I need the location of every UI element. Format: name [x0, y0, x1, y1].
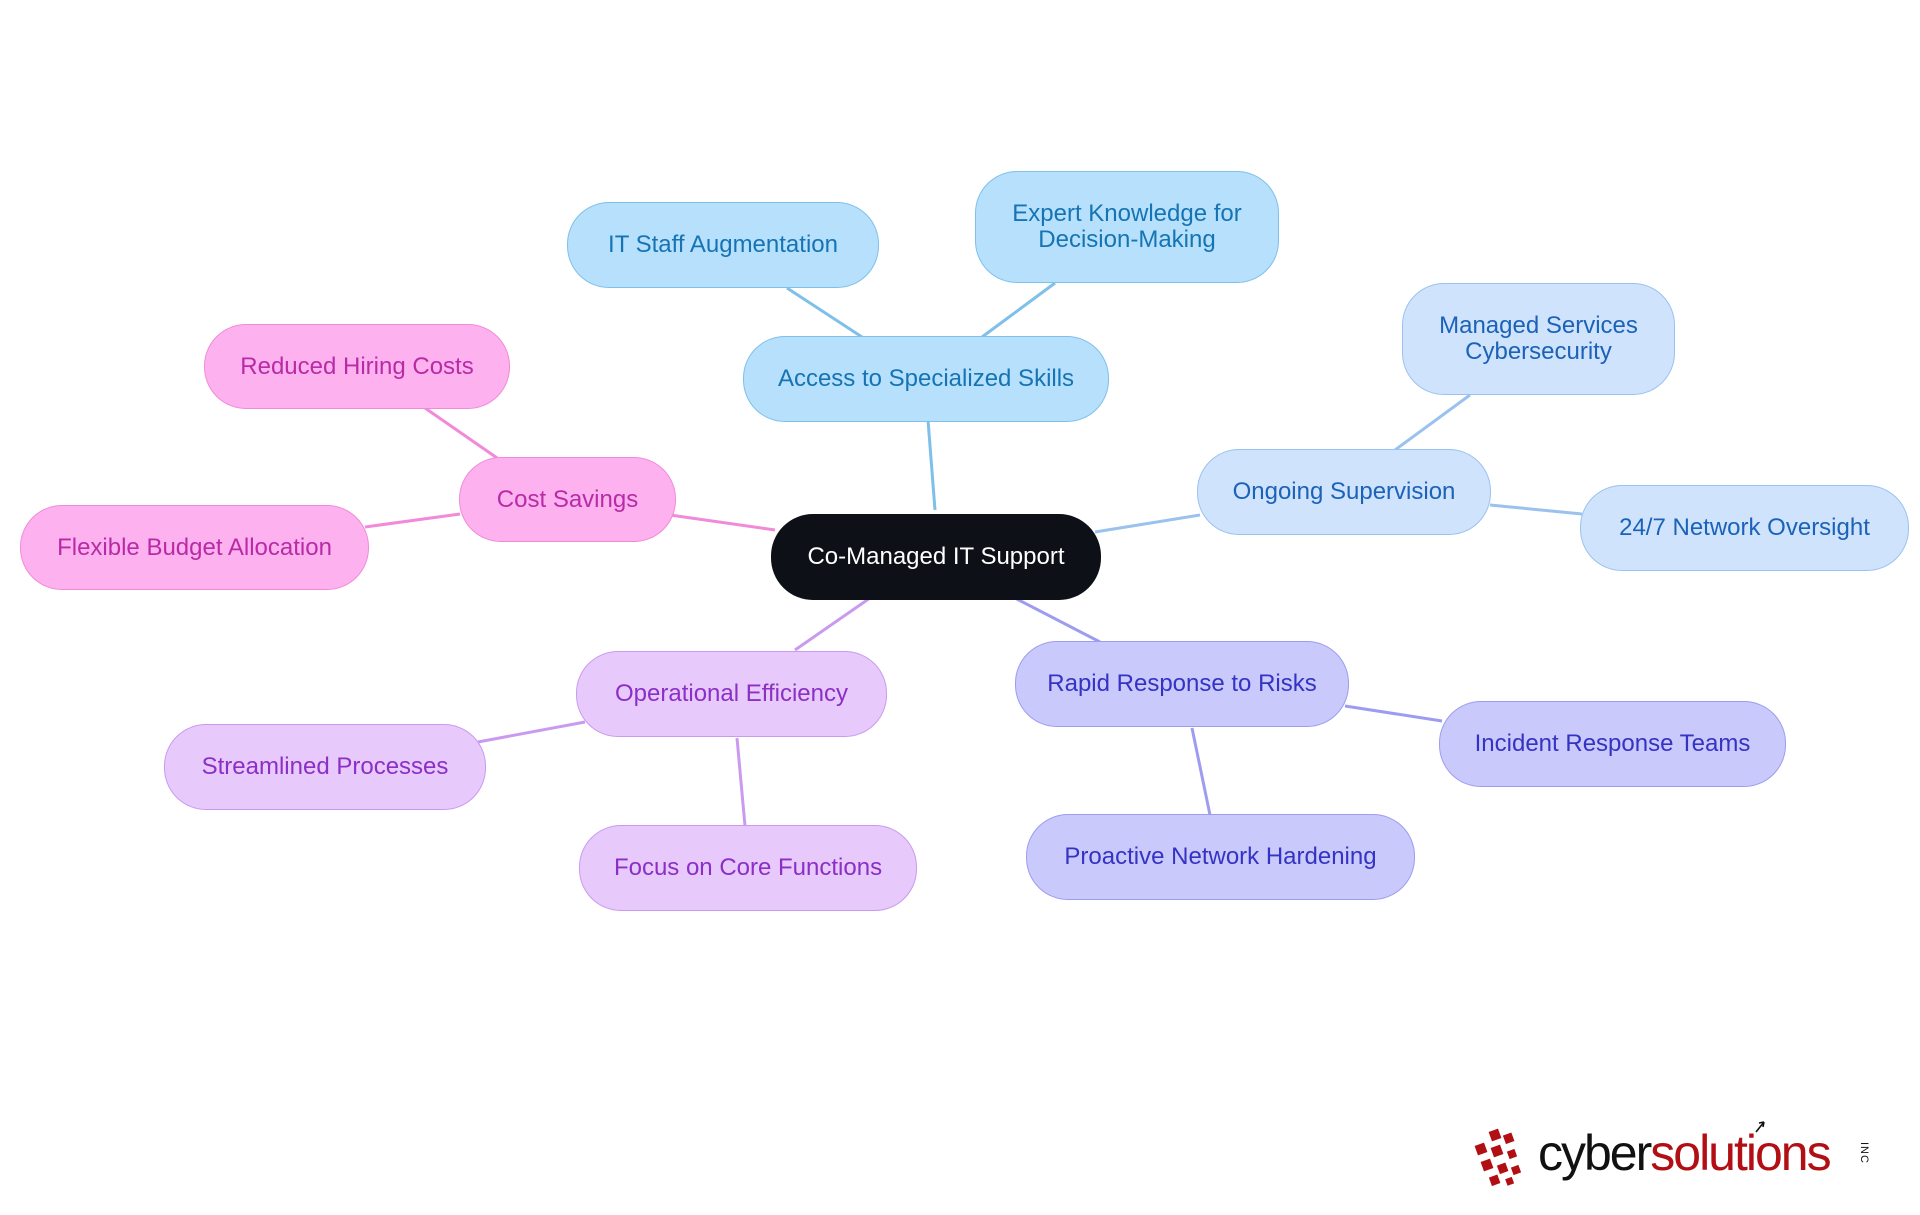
- node-ongoing-supervision[interactable]: Ongoing Supervision: [1197, 449, 1491, 535]
- root-node[interactable]: Co-Managed IT Support: [771, 514, 1101, 600]
- edge-cost-flexible-budget: [364, 512, 461, 529]
- edge-efficiency-streamlined: [477, 720, 586, 744]
- logo-word-cyber: cyber: [1538, 1125, 1652, 1181]
- node-proactive-network-hardening[interactable]: Proactive Network Hardening: [1026, 814, 1415, 900]
- node-focus-on-core-functions[interactable]: Focus on Core Functions: [579, 825, 917, 911]
- edge-root-specialized-skills: [926, 419, 937, 511]
- edge-rapid-incident: [1344, 704, 1443, 723]
- cybersolutions-logo: cybersolutions INC: [1468, 1120, 1878, 1200]
- logo-word-solutions: solutions: [1650, 1125, 1831, 1181]
- node-incident-response-teams[interactable]: Incident Response Teams: [1439, 701, 1786, 787]
- node-reduced-hiring-costs[interactable]: Reduced Hiring Costs: [204, 324, 510, 409]
- node-access-to-specialized-skills[interactable]: Access to Specialized Skills: [743, 336, 1109, 422]
- edge-rapid-proactive: [1190, 727, 1212, 816]
- node-rapid-response-to-risks[interactable]: Rapid Response to Risks: [1015, 641, 1349, 727]
- edge-skills-expert: [981, 281, 1056, 339]
- node-streamlined-processes[interactable]: Streamlined Processes: [164, 724, 486, 810]
- logo-wordmark: cybersolutions: [1538, 1124, 1832, 1182]
- edge-supervision-network: [1489, 503, 1583, 516]
- node-it-staff-augmentation[interactable]: IT Staff Augmentation: [567, 202, 879, 288]
- edge-skills-staff-aug: [786, 286, 863, 339]
- node-flexible-budget-allocation[interactable]: Flexible Budget Allocation: [20, 505, 369, 590]
- edge-root-operational-efficiency: [794, 596, 871, 652]
- node-operational-efficiency[interactable]: Operational Efficiency: [576, 651, 887, 737]
- edge-root-cost-savings: [669, 513, 776, 532]
- node-cost-savings[interactable]: Cost Savings: [459, 457, 676, 542]
- node-expert-knowledge[interactable]: Expert Knowledge for Decision-Making: [975, 171, 1279, 283]
- logo-arrow-icon: [1755, 1121, 1765, 1133]
- node-managed-services-cybersecurity[interactable]: Managed Services Cybersecurity: [1402, 283, 1675, 395]
- logo-mark-icon: [1474, 1128, 1522, 1187]
- logo-inc: INC: [1858, 1142, 1870, 1164]
- edge-efficiency-focus: [735, 737, 747, 827]
- edge-root-rapid-response: [1014, 596, 1101, 644]
- node-24-7-network-oversight[interactable]: 24/7 Network Oversight: [1580, 485, 1909, 571]
- edge-root-ongoing-supervision: [1094, 513, 1201, 534]
- edge-cost-reduced-hiring: [424, 406, 501, 462]
- edge-supervision-managed: [1394, 393, 1471, 452]
